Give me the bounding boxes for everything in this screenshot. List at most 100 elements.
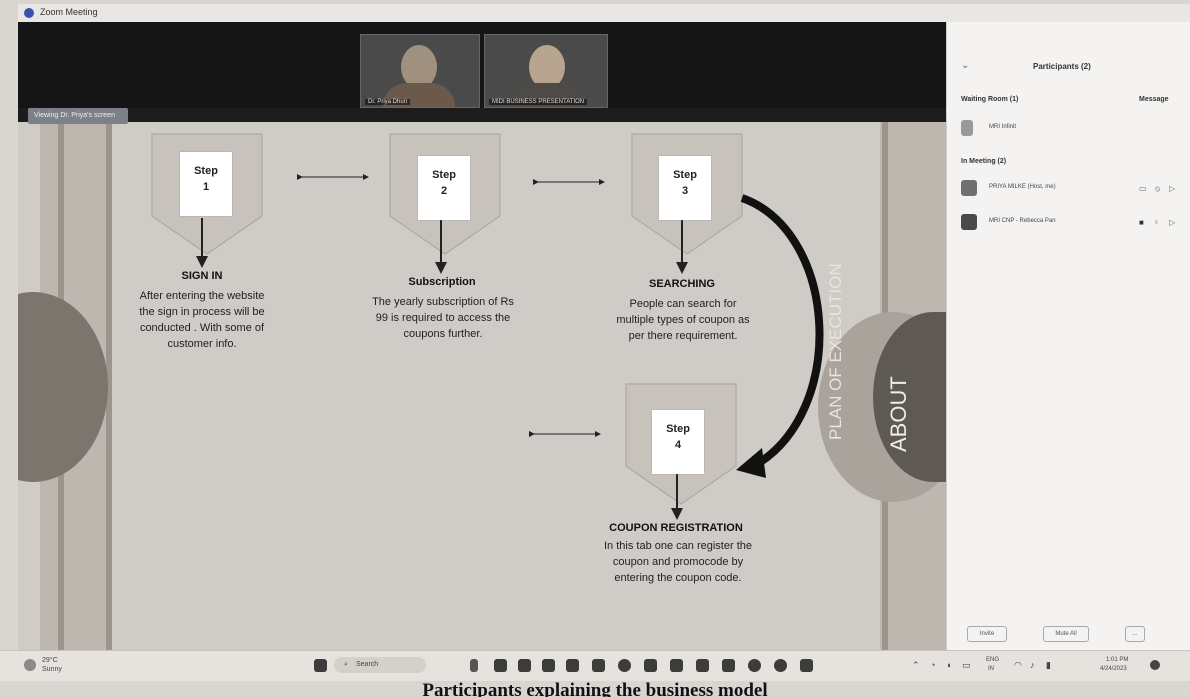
- screen-share-banner[interactable]: Viewing Dr. Priya's screen: [28, 108, 128, 124]
- in-meeting-header[interactable]: In Meeting (2): [961, 158, 1007, 165]
- step-4-card: Step 4: [652, 410, 704, 474]
- app-icon[interactable]: [722, 659, 735, 672]
- document-icon: [961, 120, 973, 136]
- battery-icon[interactable]: ▭: [962, 660, 971, 670]
- window-title: Zoom Meeting: [40, 7, 98, 17]
- step-2-title: Subscription: [408, 276, 476, 288]
- start-menu-icon[interactable]: [314, 659, 327, 672]
- step-number: 1: [202, 181, 210, 193]
- desc-line: 99 is required to access the: [375, 312, 511, 324]
- avatar: [961, 214, 977, 230]
- chat-icon[interactable]: [518, 659, 531, 672]
- task-view-icon[interactable]: [494, 659, 507, 672]
- curved-arrow-3-4: [740, 194, 824, 470]
- step-2-card: Step 2: [418, 156, 470, 220]
- shared-slide: PLAN OF EXECUTION ABOUT: [18, 122, 946, 650]
- desc-line: entering the coupon code.: [614, 572, 742, 584]
- participant-name: PRIYA MILKE (Host, me): [989, 184, 1056, 190]
- speaker-icon[interactable]: ♪: [1030, 660, 1035, 670]
- wifi-icon[interactable]: ◠: [1014, 660, 1022, 670]
- step-2-description: The yearly subscription of Rs 99 is requ…: [338, 294, 548, 342]
- weather-temperature[interactable]: 29°C: [42, 657, 58, 664]
- mic-icon[interactable]: ♮: [1155, 218, 1158, 227]
- participant-row[interactable]: MRI CNP - Rebecca Pan ■ ♮ ▷: [961, 214, 1181, 232]
- step-3-title: SEARCHING: [648, 278, 715, 290]
- windows-taskbar: 29°C Sunny ⌕ Search ⌃ ◔ ◖ ▭ ENG IN ◠ ♪ ▮…: [0, 650, 1190, 681]
- desc-line: After entering the website: [139, 290, 265, 302]
- participant-head: [529, 45, 565, 89]
- desc-line: customer info.: [167, 338, 237, 350]
- chrome-icon[interactable]: [618, 659, 631, 672]
- desc-line: People can search for: [629, 298, 737, 310]
- app-icon[interactable]: [800, 659, 813, 672]
- app-icon[interactable]: [774, 659, 787, 672]
- curved-arrow-head: [736, 448, 766, 478]
- desc-line: per there requirement.: [628, 330, 738, 342]
- desc-line: multiple types of coupon as: [616, 314, 750, 326]
- app-icon[interactable]: [670, 659, 683, 672]
- screen-share-label: Viewing Dr. Priya's screen: [34, 112, 115, 119]
- zoom-app-icon: [24, 8, 34, 18]
- camera-icon[interactable]: ▷: [1169, 218, 1176, 227]
- search-icon: ⌕: [344, 661, 348, 668]
- chevron-up-icon[interactable]: ⌃: [912, 660, 920, 670]
- mail-icon[interactable]: [566, 659, 579, 672]
- step-1-description: After entering the website the sign in p…: [102, 288, 302, 352]
- window-titlebar: Zoom Meeting: [18, 4, 1190, 22]
- step-3-description: People can search for multiple types of …: [578, 296, 788, 344]
- video-on-icon[interactable]: ■: [1139, 218, 1144, 227]
- notification-icon[interactable]: [1150, 660, 1160, 670]
- desc-line: coupons further.: [403, 328, 483, 340]
- volume-icon[interactable]: ◖: [946, 660, 952, 670]
- more-button[interactable]: ...: [1125, 626, 1145, 642]
- meeting-stage: Dr. Priya Dhuri MIDI BUSINESS PRESENTATI…: [18, 22, 946, 650]
- video-tile[interactable]: MIDI BUSINESS PRESENTATION: [484, 34, 608, 108]
- desc-line: conducted . With some of: [139, 322, 265, 334]
- step-4-title: COUPON REGISTRATION: [609, 522, 743, 534]
- video-off-icon[interactable]: ▭: [1139, 184, 1147, 193]
- waiting-participant-row[interactable]: MRI Infinit: [961, 120, 1181, 138]
- video-tile-name: MIDI BUSINESS PRESENTATION: [489, 99, 588, 105]
- widgets-icon[interactable]: [470, 659, 478, 672]
- slide-pillar-edge: [106, 122, 112, 650]
- video-tile[interactable]: Dr. Priya Dhuri: [360, 34, 480, 108]
- mute-all-button[interactable]: Mute All: [1043, 626, 1089, 642]
- file-explorer-icon[interactable]: [542, 659, 555, 672]
- app-icon[interactable]: [696, 659, 709, 672]
- message-link[interactable]: Message: [1139, 96, 1169, 103]
- participant-head: [401, 45, 437, 89]
- step-label: Step: [666, 423, 690, 435]
- desc-line: The yearly subscription of Rs: [372, 296, 514, 308]
- participant-name: MRI Infinit: [989, 124, 1017, 130]
- camera-icon[interactable]: ▷: [1169, 184, 1176, 193]
- battery-status-icon[interactable]: ▮: [1046, 660, 1051, 670]
- store-icon[interactable]: [644, 659, 657, 672]
- step-label: Step: [673, 169, 697, 181]
- language-indicator[interactable]: ENG: [986, 657, 1000, 663]
- language-region: IN: [988, 666, 994, 672]
- step-number: 3: [681, 185, 689, 197]
- network-icon[interactable]: ◔: [930, 660, 936, 670]
- chevron-down-icon[interactable]: ⌄: [961, 60, 970, 71]
- edge-icon[interactable]: [592, 659, 605, 672]
- participants-panel: ⌄ Participants (2) Waiting Room (1) Mess…: [946, 22, 1190, 650]
- invite-button[interactable]: Invite: [967, 626, 1007, 642]
- step-4-description: In this tab one can register the coupon …: [570, 538, 786, 586]
- waiting-room-header[interactable]: Waiting Room (1): [961, 96, 1019, 103]
- weather-icon[interactable]: [24, 659, 36, 671]
- figure-caption-wrap: Participants explaining the business mod…: [0, 680, 1190, 697]
- step-1-title: SIGN IN: [181, 270, 223, 282]
- taskbar-search[interactable]: ⌕ Search: [334, 657, 426, 673]
- video-tile-name: Dr. Priya Dhuri: [365, 99, 411, 105]
- video-strip: Dr. Priya Dhuri MIDI BUSINESS PRESENTATI…: [18, 22, 946, 108]
- mic-muted-icon[interactable]: ⦸: [1155, 184, 1161, 193]
- step-3-card: Step 3: [659, 156, 711, 220]
- step-number: 2: [440, 185, 448, 197]
- participant-row[interactable]: PRIYA MILKE (Host, me) ▭ ⦸ ▷: [961, 180, 1181, 198]
- step-label: Step: [194, 165, 218, 177]
- search-placeholder: Search: [356, 661, 379, 668]
- clock-date: 4/24/2023: [1100, 666, 1127, 672]
- zoom-taskbar-icon[interactable]: [748, 659, 761, 672]
- step-number: 4: [674, 439, 682, 451]
- clock-time[interactable]: 1:01 PM: [1106, 657, 1129, 663]
